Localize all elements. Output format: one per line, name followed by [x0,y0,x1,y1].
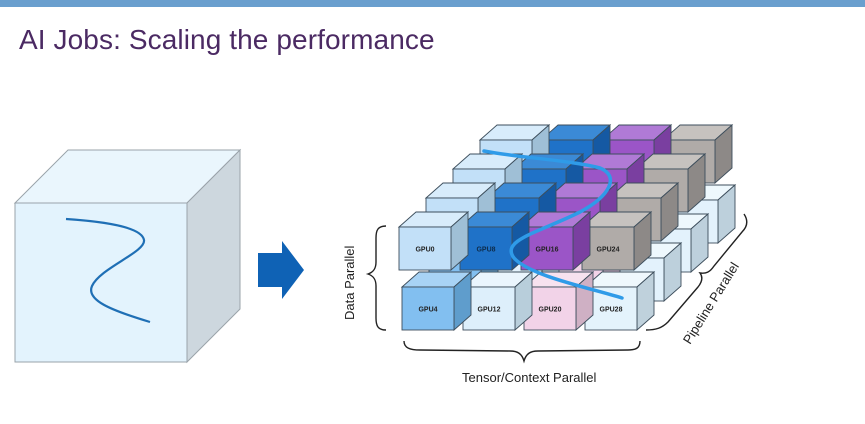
gpu-label: GPU24 [597,247,620,254]
tensor-parallel-brace [403,340,641,364]
gpu-label: GPU28 [600,307,623,314]
model-curve [65,217,151,324]
gpu-cube-gpu8: GPU8 [458,211,531,271]
gpu-label: GPU0 [415,247,434,254]
gpu-label: GPU12 [478,307,501,314]
right-arrow-icon [258,241,304,299]
gpu-cube-gpu28: GPU28 [583,271,656,331]
gpu-label: GPU8 [476,247,495,254]
gpu-cube-gpu4: GPU4 [400,271,473,331]
pipeline-parallel-label: Pipeline Parallel [680,259,742,346]
model-cube [13,148,242,364]
gpu-label: GPU20 [539,307,562,314]
slide-top-bar [0,0,865,7]
gpu-cube-gpu12: GPU12 [461,271,534,331]
pipeline-flow-curve [482,149,624,300]
gpu-cube-gpu16: GPU16 [519,211,592,271]
tensor-parallel-label: Tensor/Context Parallel [462,370,597,385]
slide-title: AI Jobs: Scaling the performance [19,24,435,55]
gpu-cube-gpu0: GPU0 [397,211,470,271]
gpu-cube-gpu28-front [584,286,638,331]
gpu-cube-gpu24-front [581,226,635,271]
gpu-label: GPU16 [536,247,559,254]
model-cube-front [14,202,188,363]
data-parallel-label: Data Parallel [342,245,357,320]
data-parallel-brace [365,225,387,331]
gpu-cube-gpu4-front [401,286,455,331]
gpu-cube-upper-c3-d1 [607,182,680,242]
gpu-cube-gpu8-front [459,226,513,271]
gpu-grid: GPU28 GPU20 GPU12 GPU4 GPU24 GPU16 GPU8 GPU0 [397,124,737,331]
gpu-label: GPU4 [418,307,437,314]
pipeline-parallel-brace [645,213,748,331]
gpu-cube-gpu0-front [398,226,452,271]
gpu-cube-gpu24: GPU24 [580,211,653,271]
